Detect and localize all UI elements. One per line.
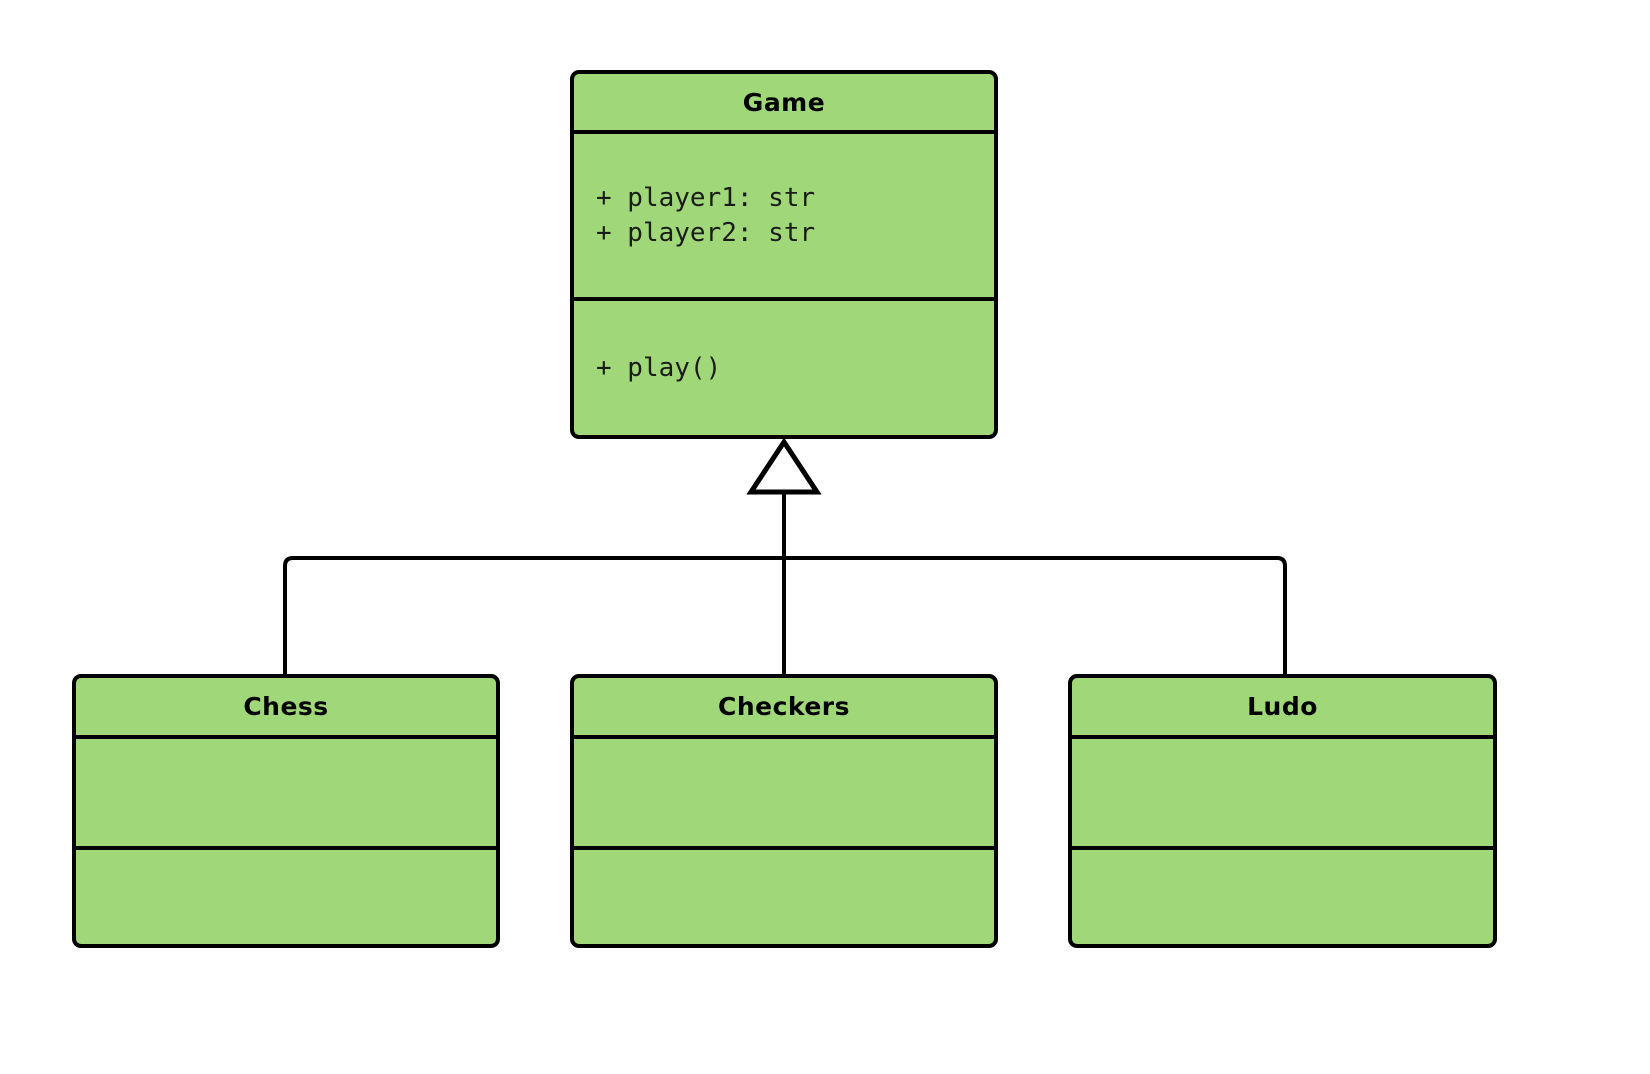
class-divider <box>76 846 496 850</box>
class-title-chess: Chess <box>243 692 329 721</box>
class-title-game: Game <box>742 87 826 117</box>
attribute-item: + player1: str <box>596 182 816 213</box>
attributes-compartment-chess <box>76 739 496 846</box>
method-item: + play() <box>596 352 722 383</box>
methods-compartment-checkers <box>574 850 994 944</box>
methods-compartment-chess <box>76 850 496 944</box>
uml-class-chess[interactable]: Chess <box>72 674 500 948</box>
class-divider <box>1072 735 1493 739</box>
class-divider <box>574 846 994 850</box>
uml-class-checkers[interactable]: Checkers <box>570 674 998 948</box>
class-divider <box>574 130 994 134</box>
attributes-compartment-checkers <box>574 739 994 846</box>
methods-compartment-game: + play() <box>574 301 994 435</box>
generalization-arrowhead-icon <box>746 437 822 495</box>
uml-class-ludo[interactable]: Ludo <box>1068 674 1497 948</box>
attribute-item: + player2: str <box>596 217 816 248</box>
class-divider <box>574 297 994 301</box>
class-divider <box>574 735 994 739</box>
inheritance-branch-right <box>784 556 1287 674</box>
class-title-checkers: Checkers <box>717 692 851 721</box>
class-divider <box>76 735 496 739</box>
class-title-ludo: Ludo <box>1247 692 1318 721</box>
attributes-compartment-game: + player1: str + player2: str <box>574 134 994 297</box>
inheritance-branch-left <box>283 556 784 674</box>
methods-compartment-ludo <box>1072 850 1493 944</box>
class-divider <box>1072 846 1493 850</box>
uml-class-game[interactable]: Game + player1: str + player2: str + pla… <box>570 70 998 439</box>
attributes-compartment-ludo <box>1072 739 1493 846</box>
